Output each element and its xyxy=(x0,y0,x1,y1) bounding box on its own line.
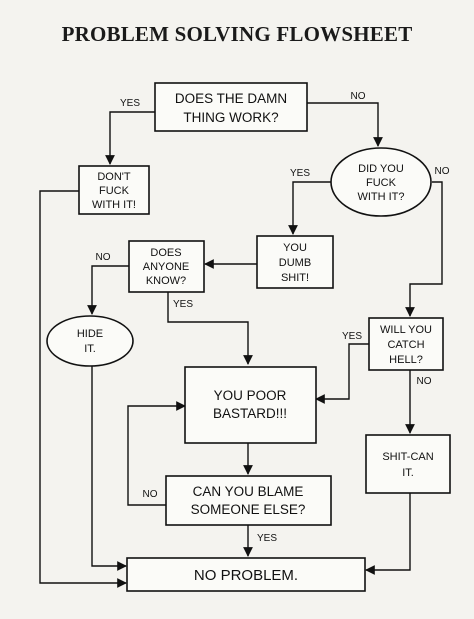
svg-text:FUCK: FUCK xyxy=(366,177,397,189)
svg-text:SHIT-CAN: SHIT-CAN xyxy=(382,451,433,463)
label-work-yes: YES xyxy=(120,98,140,109)
edge-donttouch-to-noproblem xyxy=(39,190,127,588)
label-blame-no: NO xyxy=(143,489,158,500)
node-hide-it: HIDE IT. xyxy=(46,315,134,367)
svg-text:BASTARD!!!: BASTARD!!! xyxy=(213,406,287,421)
svg-text:DOES THE DAMN: DOES THE DAMN xyxy=(175,91,287,106)
label-touch-yes: YES xyxy=(290,168,310,179)
node-dont-touch: DON'T FUCK WITH IT! xyxy=(78,165,150,215)
node-shit-can: SHIT-CAN IT. xyxy=(365,434,451,494)
svg-text:CAN YOU BLAME: CAN YOU BLAME xyxy=(193,484,304,499)
edge-know-yes xyxy=(167,292,253,365)
edge-work-yes xyxy=(105,111,155,165)
node-damn-thing-work: DOES THE DAMN THING WORK? xyxy=(154,82,308,132)
label-hell-no: NO xyxy=(417,376,432,387)
svg-text:DOES: DOES xyxy=(150,247,181,259)
node-did-you-touch: DID YOU FUCK WITH IT? xyxy=(330,147,432,217)
svg-text:CATCH: CATCH xyxy=(387,339,424,351)
label-hell-yes: YES xyxy=(342,331,362,342)
svg-text:DID YOU: DID YOU xyxy=(358,163,404,175)
svg-text:SHIT!: SHIT! xyxy=(281,272,309,284)
node-no-problem: NO PROBLEM. xyxy=(126,557,366,592)
svg-text:WILL YOU: WILL YOU xyxy=(380,324,432,336)
edge-work-no xyxy=(307,102,383,147)
edge-hide-to-noproblem xyxy=(91,366,127,571)
svg-text:THING WORK?: THING WORK? xyxy=(183,110,278,125)
svg-text:IT.: IT. xyxy=(402,467,414,479)
edge-touch-no xyxy=(405,181,443,317)
svg-text:ANYONE: ANYONE xyxy=(143,261,189,273)
svg-text:WITH IT?: WITH IT? xyxy=(357,191,404,203)
edge-touch-yes xyxy=(288,181,331,235)
svg-text:FUCK: FUCK xyxy=(99,185,130,197)
svg-text:DUMB: DUMB xyxy=(279,257,311,269)
node-you-dumb: YOU DUMB SHIT! xyxy=(256,235,334,289)
svg-text:NO PROBLEM.: NO PROBLEM. xyxy=(194,567,298,584)
svg-text:DON'T: DON'T xyxy=(97,171,131,183)
label-touch-no: NO xyxy=(435,166,450,177)
node-poor-bastard: YOU POOR BASTARD!!! xyxy=(184,366,317,444)
svg-text:HELL?: HELL? xyxy=(389,354,423,366)
label-blame-yes: YES xyxy=(257,533,277,544)
node-anyone-know: DOES ANYONE KNOW? xyxy=(128,240,205,293)
edge-blame-no xyxy=(127,401,186,506)
node-blame-someone: CAN YOU BLAME SOMEONE ELSE? xyxy=(165,475,332,526)
edge-shitcan-to-noproblem xyxy=(365,493,411,575)
node-catch-hell: WILL YOU CATCH HELL? xyxy=(368,317,444,371)
label-work-no: NO xyxy=(351,91,366,102)
svg-text:IT.: IT. xyxy=(84,343,96,355)
svg-text:HIDE: HIDE xyxy=(77,328,103,340)
svg-text:KNOW?: KNOW? xyxy=(146,275,186,287)
page-title: PROBLEM SOLVING FLOWSHEET xyxy=(61,22,413,46)
label-know-no: NO xyxy=(96,252,111,263)
svg-text:WITH IT!: WITH IT! xyxy=(92,199,136,211)
svg-text:SOMEONE ELSE?: SOMEONE ELSE? xyxy=(191,502,306,517)
svg-text:YOU: YOU xyxy=(283,242,307,254)
edge-know-no xyxy=(87,265,129,315)
svg-text:YOU POOR: YOU POOR xyxy=(214,388,287,403)
edge-hell-yes xyxy=(315,343,369,404)
label-know-yes: YES xyxy=(173,299,193,310)
